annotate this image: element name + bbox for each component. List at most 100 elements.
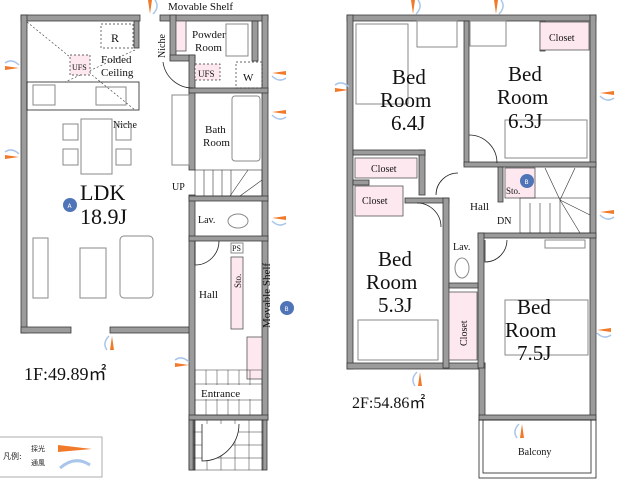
powder-room-label: Powder	[192, 29, 226, 41]
front-door[interactable]	[201, 423, 240, 462]
closet	[448, 291, 478, 361]
window-light-wind-icon	[596, 328, 612, 338]
niche-label: Niche	[113, 120, 137, 131]
window-light-wind-icon	[411, 0, 421, 15]
movable-shelf-side-label: Movable Shelf	[261, 263, 273, 328]
bed2-label-2: Room	[497, 85, 548, 109]
wall	[463, 161, 597, 168]
door[interactable]	[435, 172, 459, 196]
wall	[188, 87, 269, 94]
stairs	[194, 169, 263, 197]
floor-2: Bed Room 6.4J Closet Closet Closet Bed R…	[346, 14, 597, 479]
ufs-space	[69, 54, 91, 76]
legend-wind-label: 通風	[31, 458, 45, 467]
wall	[20, 326, 72, 334]
kitchen-counter	[26, 81, 140, 111]
bath-room-label: Bath	[205, 124, 226, 136]
folded-ceiling-label-2: Ceiling	[101, 67, 134, 79]
bed2-label: Bed	[508, 62, 542, 86]
fridge-space	[100, 23, 134, 49]
wall	[589, 14, 597, 421]
wall	[478, 362, 486, 421]
bed3-label-2: Room	[366, 270, 417, 294]
vanity	[171, 94, 190, 166]
wall	[188, 54, 196, 171]
lav-label: Lav.	[198, 215, 215, 226]
wall	[133, 20, 140, 49]
chair	[62, 123, 79, 141]
wall	[346, 14, 354, 370]
bed1-size: 6.4J	[391, 111, 425, 135]
wall	[448, 282, 479, 289]
ps-label: PS	[232, 244, 241, 253]
window-light-wind-icon	[271, 71, 287, 81]
window-light-wind-icon	[599, 210, 615, 220]
ldk-label: LDK	[80, 180, 125, 205]
wall	[352, 149, 426, 156]
chair	[115, 148, 132, 166]
door[interactable]	[194, 240, 220, 266]
ufs-space	[194, 63, 221, 81]
wind-icon	[59, 459, 91, 470]
wall	[251, 20, 259, 62]
bed3-size: 5.3J	[378, 293, 412, 317]
bed	[355, 23, 409, 105]
window-light-wind-icon	[174, 357, 190, 367]
bed	[504, 119, 588, 159]
wall	[497, 166, 504, 203]
marker-b	[280, 301, 294, 315]
bed3-label: Bed	[378, 247, 412, 271]
air-conditioner	[544, 239, 586, 249]
light-icon	[58, 445, 92, 452]
toilet	[227, 213, 249, 229]
bed4-label: Bed	[517, 295, 551, 319]
closet	[354, 185, 404, 217]
floor-1: R UFS Folded Ceiling Niche LDK 18.9J Mov…	[20, 1, 294, 471]
ventilation-markers	[4, 0, 615, 439]
bed1-label-2: Room	[380, 88, 431, 112]
legend: 凡例: 採光 通風	[0, 436, 103, 478]
desk	[469, 20, 507, 47]
door[interactable]	[162, 61, 194, 89]
door[interactable]	[484, 239, 508, 263]
wall	[20, 14, 141, 22]
entrance-label: Entrance	[201, 388, 240, 400]
down-label: DN	[497, 216, 511, 227]
ufs-label: UFS	[72, 63, 87, 72]
wall	[463, 20, 470, 167]
closet-label: Closet	[459, 320, 470, 346]
movable-shelf	[175, 20, 187, 52]
door[interactable]	[468, 134, 498, 164]
sink-icon	[95, 86, 127, 106]
marker-b	[520, 174, 534, 188]
storage-label: Sto.	[506, 186, 520, 196]
wall	[418, 149, 426, 196]
up-label: UP	[172, 182, 185, 193]
closet	[354, 157, 418, 179]
lav-label: Lav.	[453, 242, 470, 253]
wall	[261, 14, 269, 421]
dining-table	[80, 118, 113, 175]
window-light-wind-icon	[334, 82, 350, 92]
powder-room-label-2: Room	[195, 42, 222, 54]
door[interactable]	[416, 202, 442, 228]
wall	[477, 232, 485, 369]
wall	[346, 14, 597, 22]
wall	[169, 14, 177, 61]
window-light-wind-icon	[104, 335, 114, 351]
wall	[404, 197, 450, 204]
wall	[478, 414, 597, 421]
movable-shelf-label: Movable Shelf	[168, 1, 233, 13]
window-light-wind-icon	[4, 60, 20, 70]
closet-label: Closet	[549, 33, 575, 44]
bed4-label-2: Room	[505, 318, 556, 342]
sofa	[119, 235, 154, 299]
bath-room-label-2: Room	[203, 137, 230, 149]
tv-stand	[32, 237, 49, 299]
window-light-wind-icon	[271, 110, 287, 120]
marker-b-label: B	[525, 179, 529, 186]
window-light-wind-icon	[494, 0, 504, 15]
washer-space	[235, 61, 263, 89]
marker-a-label: A	[68, 203, 73, 210]
